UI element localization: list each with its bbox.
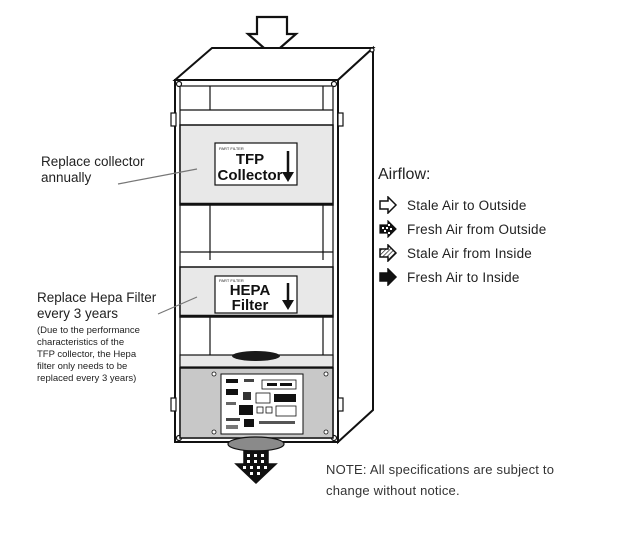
legend-label: Fresh Air from Outside (407, 221, 547, 237)
hepa-note-line2: characteristics of the (37, 337, 125, 348)
hatched-arrow-icon (379, 244, 398, 262)
collector-tag-small: PART FILTER (219, 146, 244, 151)
hepa-tag-small: PART FILTER (219, 278, 244, 283)
hepa-note-line1: (Due to the performance (37, 325, 140, 336)
footnote-line1: NOTE: All specifications are subject to (326, 462, 555, 477)
collector-annotation-line1: Replace collector (41, 154, 145, 169)
legend-label: Stale Air from Inside (407, 245, 533, 261)
hepa-shelf: PART FILTER HEPA Filter (179, 266, 334, 318)
hepa-down-arrow-icon (282, 283, 294, 310)
collector-shelf: PART FILTER TFP Collector (179, 124, 334, 206)
airflow-title: Airflow: (378, 166, 431, 183)
hepa-note-line5: replaced every 3 years) (37, 373, 137, 384)
hepa-tag (214, 275, 298, 314)
collector-annotation-line2: annually (41, 170, 92, 185)
legend-item-stale-from-inside: Stale Air from Inside (378, 241, 546, 265)
top-inlet-arrow-icon (245, 15, 299, 57)
leader-lines (117, 168, 198, 315)
cabinet-inner-frame (180, 86, 333, 355)
hepa-tag-line2: Filter (232, 297, 269, 314)
legend-label: Stale Air to Outside (407, 197, 527, 213)
airflow-legend: Stale Air to Outside Fresh Air from Outs… (378, 193, 546, 289)
legend-item-stale-to-outside: Stale Air to Outside (378, 193, 546, 217)
collector-tag (214, 142, 298, 186)
dotted-arrow-icon (379, 220, 397, 238)
hepa-note-line4: filter only needs to be (37, 361, 128, 372)
outline-arrow-icon (379, 196, 398, 214)
legend-item-fresh-to-inside: Fresh Air to Inside (378, 265, 546, 289)
footnote-line2: change without notice. (326, 483, 460, 498)
bottom-collar (227, 436, 285, 452)
collector-down-arrow-icon (282, 151, 294, 182)
hepa-annotation-line2: every 3 years (37, 306, 119, 321)
legend-label: Fresh Air to Inside (407, 269, 520, 285)
hepa-note-line3: TFP collector, the Hepa (37, 349, 137, 360)
blower-shelf (179, 351, 334, 368)
collector-tag-line2: Collector (217, 167, 282, 184)
bottom-outlet-arrow-icon (234, 450, 278, 485)
legend-item-fresh-from-outside: Fresh Air from Outside (378, 217, 546, 241)
cabinet-latches (170, 112, 344, 412)
solid-arrow-icon (379, 268, 398, 286)
hepa-tag-line1: HEPA (230, 282, 271, 299)
collector-tag-line1: TFP (236, 151, 264, 168)
control-panel (179, 367, 334, 439)
hepa-annotation-line1: Replace Hepa Filter (37, 290, 157, 305)
